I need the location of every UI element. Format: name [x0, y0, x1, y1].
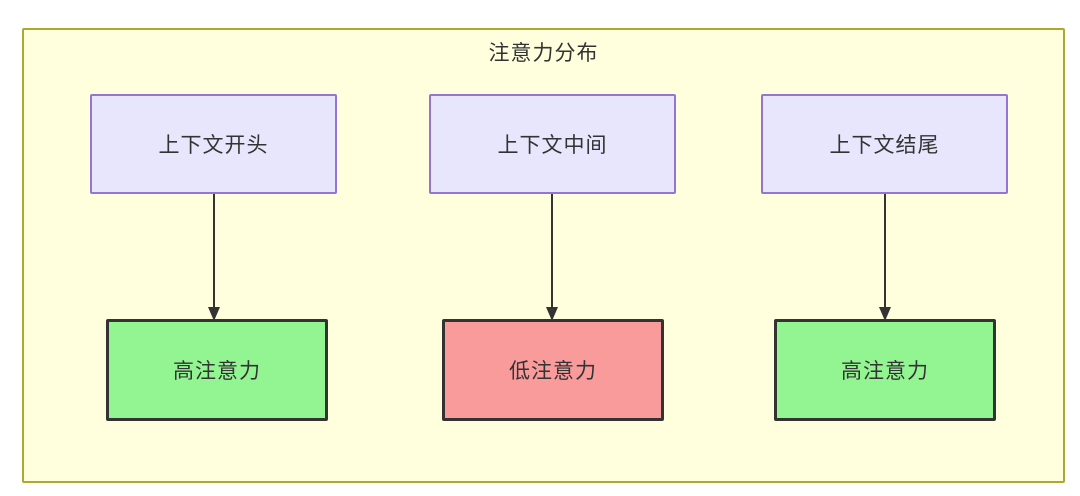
node-context-start[interactable]: 上下文开头 [90, 94, 337, 194]
edge-arrow-context-middle-to-attention-low-middle [546, 194, 558, 321]
page-title: 注意力分布 [488, 42, 599, 65]
attention-distribution-subgraph: 注意力分布 上下文开头 上下文中间 上下文结尾 高注意力 低 [22, 28, 1065, 483]
node-context-end[interactable]: 上下文结尾 [761, 94, 1008, 194]
node-attention-low-middle-label: 低注意力 [509, 360, 597, 383]
node-context-start-label: 上下文开头 [158, 134, 269, 157]
edge-arrow-context-start-to-attention-high-start [208, 194, 220, 321]
node-attention-high-end-label: 高注意力 [841, 360, 929, 383]
node-attention-low-middle[interactable]: 低注意力 [442, 319, 664, 421]
node-context-middle[interactable]: 上下文中间 [429, 94, 676, 194]
node-attention-high-start[interactable]: 高注意力 [106, 319, 328, 421]
node-attention-high-start-label: 高注意力 [173, 360, 261, 383]
node-attention-high-end[interactable]: 高注意力 [774, 319, 996, 421]
node-context-end-label: 上下文结尾 [829, 134, 940, 157]
node-context-middle-label: 上下文中间 [497, 134, 608, 157]
edge-arrow-context-end-to-attention-high-end [879, 194, 891, 321]
